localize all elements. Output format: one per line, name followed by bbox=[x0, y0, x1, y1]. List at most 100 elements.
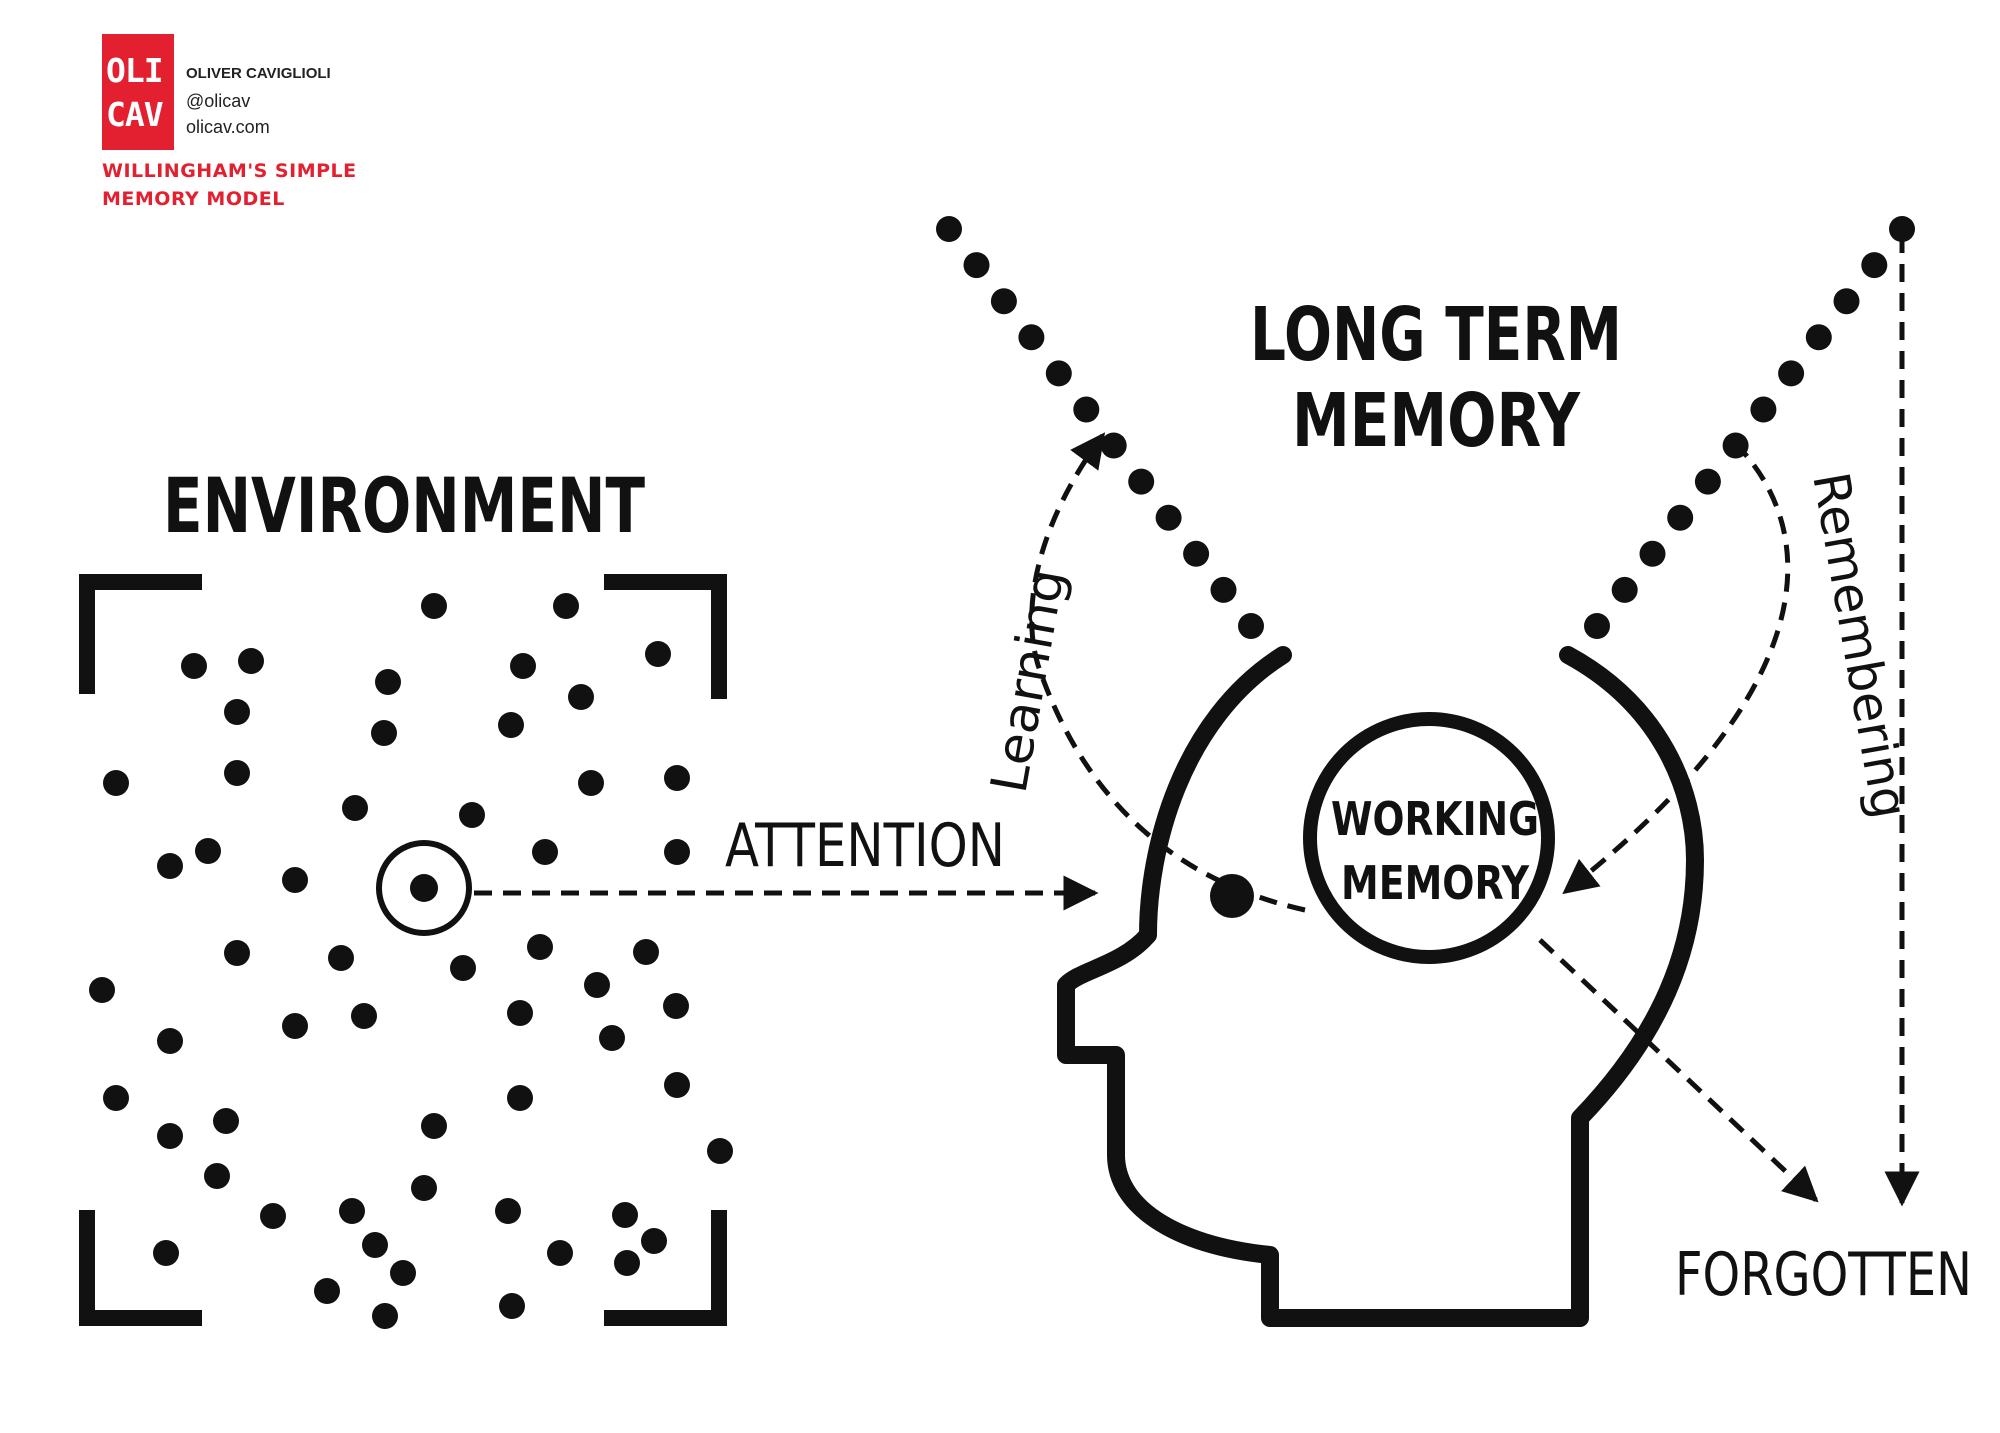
ltm-right-dot-12 bbox=[1584, 613, 1610, 639]
stimulus-dot-41 bbox=[421, 1113, 447, 1139]
stimulus-dot-45 bbox=[339, 1198, 365, 1224]
author-site: olicav.com bbox=[186, 117, 270, 137]
ltm-right-dot-10 bbox=[1639, 540, 1666, 567]
stimulus-dot-36 bbox=[103, 1085, 129, 1111]
stimulus-dot-51 bbox=[390, 1260, 416, 1286]
ltm-left-dot-12 bbox=[1238, 613, 1264, 639]
stimulus-dot-34 bbox=[507, 1000, 533, 1026]
ltm-left-dot-5 bbox=[1045, 360, 1072, 387]
stimulus-dot-8 bbox=[224, 699, 250, 725]
stimulus-dot-14 bbox=[578, 770, 604, 796]
stimulus-dot-15 bbox=[664, 765, 690, 791]
encoding-point bbox=[1210, 874, 1254, 918]
ltm-right-dot-8 bbox=[1694, 468, 1721, 495]
stimulus-dot-21 bbox=[532, 839, 558, 865]
ltm-right-dot-9 bbox=[1667, 504, 1694, 531]
stimulus-dot-7 bbox=[645, 641, 671, 667]
stimulus-dot-30 bbox=[663, 993, 689, 1019]
stimulus-dot-9 bbox=[568, 684, 594, 710]
stimulus-dot-43 bbox=[707, 1138, 733, 1164]
frame-corner-top-right bbox=[604, 574, 727, 699]
stimulus-dot-57 bbox=[499, 1293, 525, 1319]
stimulus-dot-28 bbox=[89, 977, 115, 1003]
long-term-memory-label-line-2: MEMORY bbox=[1292, 378, 1581, 464]
stimulus-dot-24 bbox=[328, 945, 354, 971]
stimulus-dot-3 bbox=[181, 653, 207, 679]
working-memory-label-line-1: WORKING bbox=[1331, 792, 1539, 846]
stimulus-dot-22 bbox=[664, 839, 690, 865]
ltm-left-dot-8 bbox=[1128, 468, 1155, 495]
stimulus-dot-38 bbox=[664, 1072, 690, 1098]
stimulus-dot-19 bbox=[195, 838, 221, 864]
ltm-right-dot-6 bbox=[1750, 396, 1777, 423]
ltm-right-dot-3 bbox=[1833, 288, 1860, 315]
stimulus-dot-13 bbox=[224, 760, 250, 786]
attended-stimulus-ring bbox=[376, 840, 472, 936]
stimulus-dot-26 bbox=[527, 934, 553, 960]
stimulus-dot-4 bbox=[238, 648, 264, 674]
stimulus-dot-10 bbox=[371, 720, 397, 746]
stimulus-dot-46 bbox=[411, 1175, 437, 1201]
author-name: OLIVER CAVIGLIOLI bbox=[186, 65, 331, 82]
stimulus-dot-16 bbox=[342, 795, 368, 821]
forgotten-arrow-from-working-memory bbox=[1538, 938, 1819, 1203]
frame-corner-bottom-right bbox=[604, 1210, 727, 1326]
long-term-memory-boundary bbox=[936, 216, 1915, 639]
stimulus-dot-54 bbox=[641, 1228, 667, 1254]
ltm-left-dot-10 bbox=[1183, 540, 1210, 567]
stimulus-dot-33 bbox=[351, 1003, 377, 1029]
stimulus-dot-56 bbox=[372, 1303, 398, 1329]
stimulus-dot-50 bbox=[362, 1232, 388, 1258]
ltm-right-dot-2 bbox=[1861, 252, 1888, 279]
stimulus-dot-44 bbox=[260, 1203, 286, 1229]
stimulus-dot-11 bbox=[498, 712, 524, 738]
working-memory-circle bbox=[1303, 712, 1555, 964]
logo-line-1: OLI bbox=[106, 51, 164, 90]
learning-arrow bbox=[1029, 432, 1306, 913]
olicav-logo: OLI CAV bbox=[102, 34, 174, 150]
stimulus-dot-53 bbox=[614, 1250, 640, 1276]
learning-label: Learning bbox=[980, 564, 1076, 797]
long-term-memory-label-line-1: LONG TERM bbox=[1250, 292, 1622, 378]
stimulus-dot-18 bbox=[157, 853, 183, 879]
stimulus-dot-20 bbox=[282, 867, 308, 893]
ltm-right-dot-11 bbox=[1611, 576, 1638, 603]
frame-corner-bottom-left bbox=[79, 1210, 202, 1326]
environment-stimuli bbox=[89, 593, 733, 1329]
stimulus-dot-40 bbox=[213, 1108, 239, 1134]
stimulus-dot-23 bbox=[224, 940, 250, 966]
stimulus-dot-31 bbox=[157, 1028, 183, 1054]
forgotten-label: FORGOTTEN bbox=[1675, 1240, 1972, 1310]
ltm-left-dot-9 bbox=[1155, 504, 1182, 531]
stimulus-dot-27 bbox=[633, 939, 659, 965]
environment-label: ENVIRONMENT bbox=[163, 461, 645, 550]
head-outline bbox=[1057, 646, 1704, 1327]
stimulus-dot-1 bbox=[421, 593, 447, 619]
subtitle-line-2: MEMORY MODEL bbox=[102, 188, 285, 210]
ltm-left-dot-7 bbox=[1100, 432, 1127, 459]
stimulus-dot-25 bbox=[450, 955, 476, 981]
working-memory-label-line-2: MEMORY bbox=[1341, 856, 1530, 910]
ltm-left-dot-1 bbox=[936, 216, 962, 242]
ltm-left-dot-6 bbox=[1073, 396, 1100, 423]
author-handle: @olicav bbox=[186, 91, 251, 111]
stimulus-dot-39 bbox=[157, 1123, 183, 1149]
stimulus-dot-52 bbox=[547, 1240, 573, 1266]
stimulus-dot-48 bbox=[612, 1202, 638, 1228]
ltm-left-dot-3 bbox=[990, 288, 1017, 315]
stimulus-dot-55 bbox=[314, 1278, 340, 1304]
stimulus-dot-42 bbox=[204, 1163, 230, 1189]
logo-line-2: CAV bbox=[106, 95, 164, 134]
subtitle-line-1: WILLINGHAM'S SIMPLE bbox=[102, 160, 357, 182]
stimulus-dot-35 bbox=[599, 1025, 625, 1051]
remembering-arrow bbox=[1562, 441, 1791, 895]
stimulus-dot-32 bbox=[282, 1013, 308, 1039]
ltm-right-dot-5 bbox=[1778, 360, 1805, 387]
ltm-right-dot-1 bbox=[1889, 216, 1915, 242]
stimulus-dot-47 bbox=[495, 1198, 521, 1224]
stimulus-dot-2 bbox=[553, 593, 579, 619]
ltm-left-dot-4 bbox=[1018, 324, 1045, 351]
stimulus-dot-49 bbox=[153, 1240, 179, 1266]
stimulus-dot-29 bbox=[584, 972, 610, 998]
stimulus-dot-37 bbox=[507, 1085, 533, 1111]
